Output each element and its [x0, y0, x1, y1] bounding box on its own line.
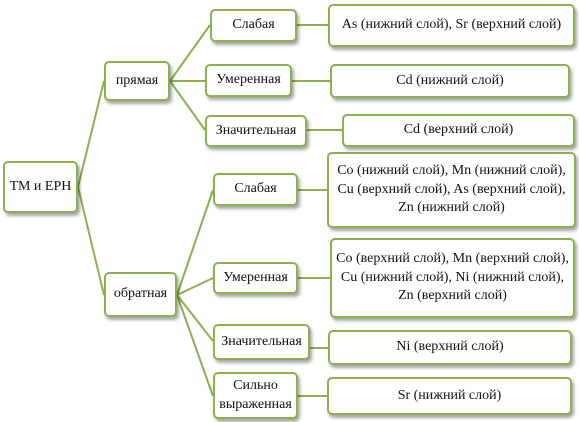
inverse-strong-label: Сильно выраженная — [219, 378, 292, 412]
direct-moderate-label: Умеренная — [216, 72, 281, 88]
inverse-moderate-elements-text: Co (верхний слой), Mn (верхний слой), Cu… — [336, 251, 569, 304]
inverse-moderate-node: Умеренная — [213, 262, 298, 294]
direct-weak-node: Слабая — [210, 9, 297, 42]
branch-direct-node: прямая — [104, 61, 170, 101]
branch-inverse-node: обратная — [104, 272, 177, 317]
direct-moderate-node: Умеренная — [205, 64, 292, 97]
direct-moderate-elements-text: Cd (нижний слой) — [396, 72, 504, 88]
inverse-significant-label: Значительная — [221, 333, 302, 349]
branch-inverse-label: обратная — [113, 286, 168, 302]
root-label: ТМ и ЕРН — [9, 178, 72, 194]
inverse-strong-elements: Sr (нижний слой) — [327, 377, 572, 415]
direct-significant-label: Значительная — [215, 122, 297, 138]
connector-direct-significant — [169, 80, 206, 131]
inverse-moderate-label: Умеренная — [223, 269, 288, 285]
direct-significant-elements-text: Cd (верхний слой) — [403, 122, 514, 138]
direct-weak-label: Слабая — [232, 17, 275, 33]
inverse-weak-elements-text: Co (нижний слой), Mn (нижний слой), Cu (… — [337, 163, 566, 216]
inverse-strong-node: Сильно выраженная — [213, 372, 298, 419]
direct-weak-elements: As (нижний слой), Sr (верхний слой) — [328, 4, 575, 47]
inverse-significant-elements: Ni (верхний слой) — [328, 330, 572, 365]
connector-inverse-significant — [176, 294, 214, 342]
inverse-strong-elements-text: Sr (нижний слой) — [397, 387, 502, 403]
direct-significant-elements: Cd (верхний слой) — [342, 114, 575, 147]
connector-inverse-weak — [176, 189, 214, 296]
inverse-weak-elements: Co (нижний слой), Mn (нижний слой), Cu (… — [327, 152, 576, 228]
inverse-significant-elements-text: Ni (верхний слой) — [396, 339, 504, 355]
inverse-significant-node: Значительная — [213, 324, 310, 360]
inverse-weak-label: Слабая — [234, 181, 277, 197]
connector-root-inverse — [77, 186, 105, 296]
direct-significant-node: Значительная — [205, 115, 307, 147]
direct-moderate-elements: Cd (нижний слой) — [330, 64, 570, 98]
root-node: ТМ и ЕРН — [3, 161, 78, 213]
branch-direct-label: прямая — [115, 72, 159, 88]
connector-inverse-strong — [176, 294, 214, 397]
connector-inverse-moderate — [176, 277, 214, 296]
inverse-weak-node: Слабая — [213, 173, 298, 206]
inverse-moderate-elements: Co (верхний слой), Mn (верхний слой), Cu… — [330, 238, 575, 318]
direct-weak-elements-text: As (нижний слой), Sr (верхний слой) — [341, 17, 562, 33]
connector-root-direct — [77, 80, 105, 188]
connector-direct-weak — [169, 24, 211, 82]
